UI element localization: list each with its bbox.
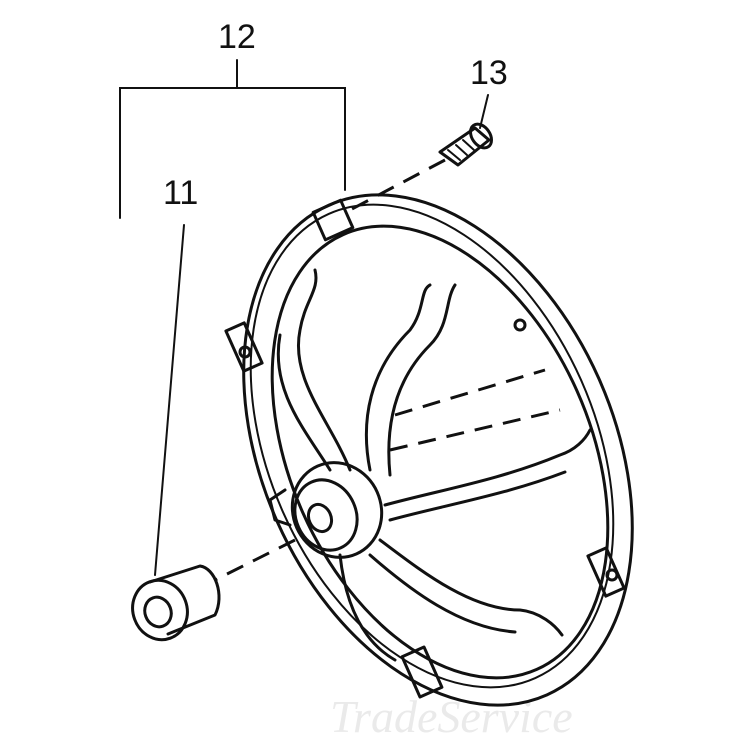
rim-edge (249, 203, 615, 689)
screw-shank (438, 126, 491, 167)
hub-assembly-part (224, 193, 634, 707)
screw-axis-line (349, 158, 446, 212)
rim-tab (311, 198, 355, 242)
callout-12-bracket (119, 59, 346, 219)
spoke-lower-edge (368, 553, 517, 634)
spoke-right (383, 428, 592, 507)
spoke-right-edge (388, 470, 567, 522)
hub-collar (268, 488, 292, 527)
screw-part (438, 122, 493, 167)
bushing-part (131, 564, 221, 642)
callout-11-leader (154, 224, 185, 576)
callout-11-label: 11 (163, 174, 198, 212)
hub-face (293, 478, 359, 552)
interior-guide-line (394, 368, 546, 417)
rim-hole (238, 345, 252, 359)
spoke-upper (364, 283, 432, 472)
spoke-upper-left-edge (276, 333, 332, 472)
hub-bore (306, 502, 334, 534)
bushing-body (148, 564, 221, 636)
bushing-flange (131, 578, 189, 642)
callout-12-label: 12 (218, 18, 256, 56)
screw-head (469, 122, 493, 150)
interior-guide-line (389, 408, 561, 452)
rim-tab (400, 645, 444, 699)
spoke-upper-left (297, 268, 352, 472)
callout-13-label: 13 (470, 54, 508, 92)
rim-tab (586, 546, 626, 598)
bushing-axis-line (214, 538, 296, 582)
callout-13-leader (479, 94, 489, 129)
spoke-bottom (338, 553, 397, 662)
rim-hole (605, 568, 619, 582)
spoke-upper-edge (387, 283, 457, 477)
bushing-bore (143, 595, 173, 629)
outer-rim (242, 193, 634, 707)
rim-tab (224, 321, 264, 373)
spoke-lower (378, 538, 564, 637)
screw-thread (447, 139, 475, 161)
rim-hole (513, 318, 527, 332)
hub-boss (290, 461, 384, 559)
inner-rim (270, 224, 610, 680)
